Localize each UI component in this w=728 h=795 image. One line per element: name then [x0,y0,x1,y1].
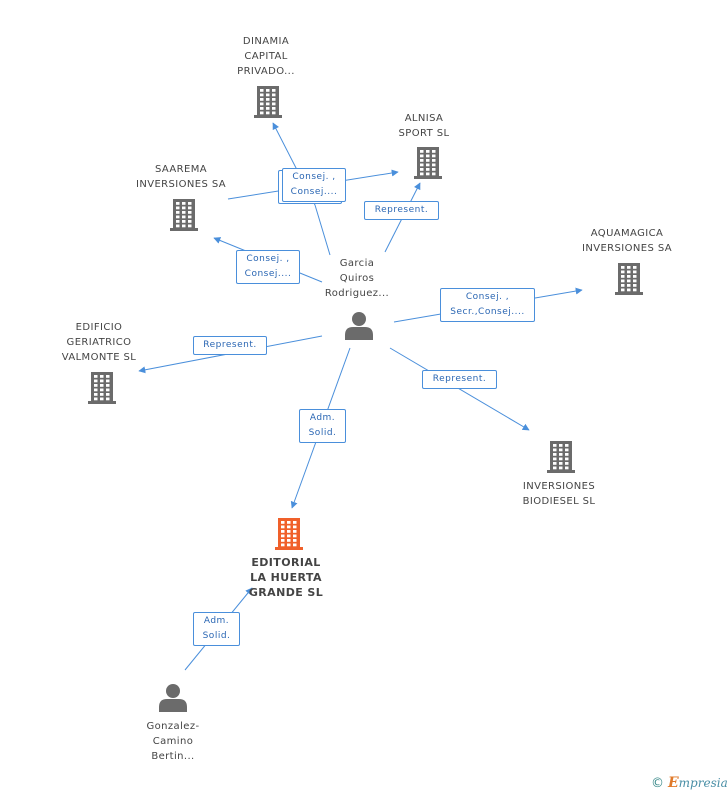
edge-label-to-biodiesel[interactable]: Represent. [422,370,497,389]
edge-garcia-dinamia [272,122,331,256]
person-icon-gonzalez[interactable] [159,684,187,712]
brand-rest: mpresia [678,776,728,790]
building-icon-alnisa[interactable] [414,147,442,179]
edge-label-to-dinamia[interactable]: Consej. , Consej.... [282,168,346,202]
building-icon-aquamagica[interactable] [615,263,643,295]
node-label-saarema[interactable]: SAAREMA INVERSIONES SA [135,164,226,190]
node-label-gonzalez[interactable]: Gonzalez- Camino Bertin... [146,721,200,762]
brand-e: E [668,775,679,791]
edge-label-to-alnisa-represent[interactable]: Represent. [364,201,439,220]
edges [138,122,583,671]
edge-label-to-edificio[interactable]: Represent. [193,336,267,355]
node-label-garcia[interactable]: Garcia Quiros Rodriguez... [324,258,390,299]
edge-label-to-aquamagica[interactable]: Consej. , Secr.,Consej.... [440,288,535,322]
building-icon-edificio[interactable] [88,372,116,404]
edge-label-garcia-to-editorial[interactable]: Adm. Solid. [299,409,346,443]
copyright-icon: © [651,776,664,791]
node-label-editorial[interactable]: EDITORIAL LA HUERTA GRANDE SL [248,556,324,599]
node-label-alnisa[interactable]: ALNISA SPORT SL [398,113,450,139]
building-icon-dinamia[interactable] [254,86,282,118]
node-label-aquamagica[interactable]: AQUAMAGICA INVERSIONES SA [581,228,672,254]
building-icon-editorial[interactable] [275,518,303,550]
node-label-biodiesel[interactable]: INVERSIONES BIODIESEL SL [522,481,596,507]
node-label-edificio[interactable]: EDIFICIO GERIATRICO VALMONTE SL [61,322,137,363]
edge-garcia-biodiesel [389,347,530,431]
empresia-logo[interactable]: © Empresia [651,775,728,791]
edge-label-gonzalez-to-editorial[interactable]: Adm. Solid. [193,612,240,646]
edge-label-to-saarema[interactable]: Consej. , Consej.... [236,250,300,284]
node-label-dinamia[interactable]: DINAMIA CAPITAL PRIVADO... [237,36,295,77]
building-icon-biodiesel[interactable] [547,441,575,473]
person-icon-garcia[interactable] [345,312,373,340]
building-icon-saarema[interactable] [170,199,198,231]
node-icons [88,86,643,712]
